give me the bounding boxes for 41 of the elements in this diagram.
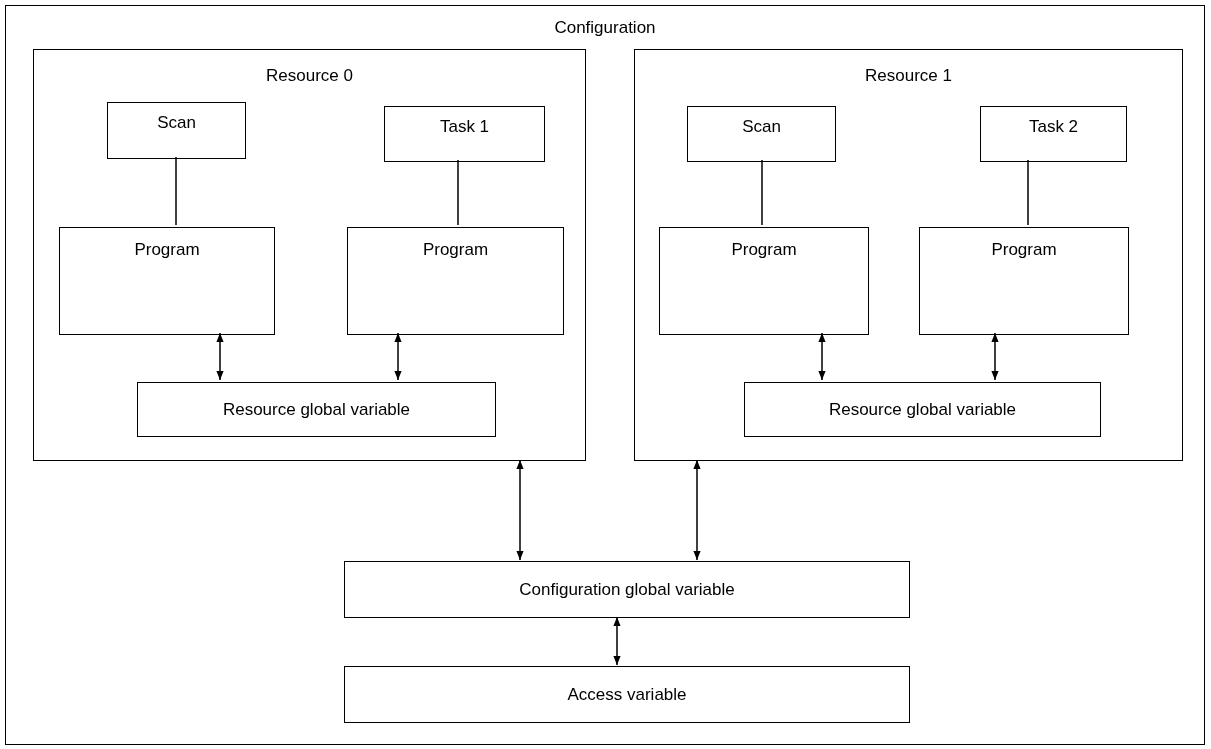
- arrow: [516, 459, 524, 561]
- node-label: Scan: [157, 113, 196, 133]
- group-title: Resource 0: [266, 66, 353, 86]
- process-box: [347, 227, 564, 335]
- node-label: Program: [991, 240, 1057, 260]
- process-box: [59, 227, 275, 335]
- arrow: [216, 332, 224, 381]
- node-label: Task 2: [1028, 117, 1079, 137]
- connector-line: [175, 156, 177, 226]
- process-box: [980, 106, 1127, 162]
- container-box: [33, 49, 586, 461]
- node-label: Resource global variable: [828, 399, 1017, 420]
- process-box: [919, 227, 1129, 335]
- group-title: Configuration: [554, 18, 656, 38]
- process-box: [107, 102, 246, 159]
- process-box: [344, 561, 910, 618]
- process-box: [744, 382, 1101, 437]
- node-label: Access variable: [567, 684, 687, 705]
- node-label: Resource global variable: [222, 399, 411, 420]
- node-label: Scan: [742, 117, 781, 137]
- process-box: [384, 106, 545, 162]
- node-label: Program: [422, 240, 489, 260]
- process-box: [687, 106, 836, 162]
- container-box: [5, 5, 1205, 745]
- node-label: Task 1: [439, 117, 490, 137]
- container-box: [634, 49, 1183, 461]
- node-label: Program: [134, 240, 200, 260]
- connector-line: [761, 159, 763, 226]
- process-box: [137, 382, 496, 437]
- group-title: Resource 1: [865, 66, 952, 86]
- arrow: [693, 459, 701, 561]
- arrow: [613, 616, 621, 666]
- connector-line: [1027, 159, 1029, 226]
- arrow: [991, 332, 999, 381]
- arrow: [818, 332, 826, 381]
- connector-line: [457, 159, 459, 226]
- node-label: Configuration global variable: [519, 579, 735, 600]
- process-box: [344, 666, 910, 723]
- process-box: [659, 227, 869, 335]
- arrow: [394, 332, 402, 381]
- node-label: Program: [731, 240, 797, 260]
